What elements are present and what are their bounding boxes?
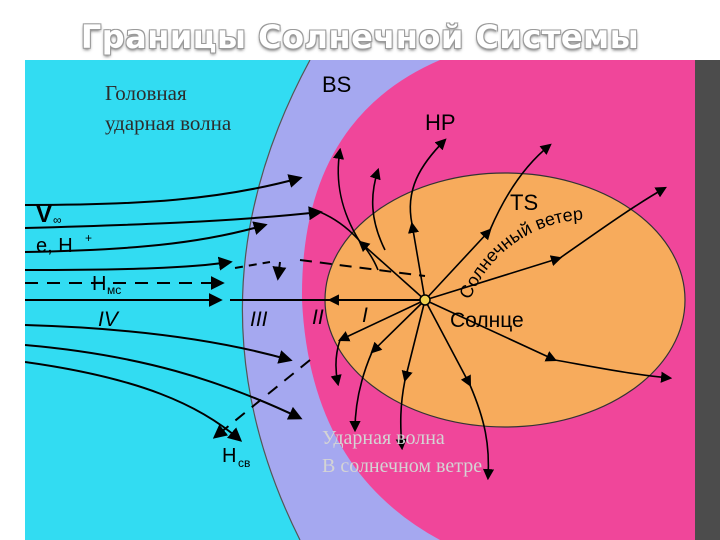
slide-title: Границы Солнечной Системы xyxy=(80,18,640,56)
flow-line xyxy=(330,339,342,387)
label-v-inf: V xyxy=(36,201,52,228)
sun-marker xyxy=(419,294,431,306)
label-hp: HP xyxy=(425,110,456,135)
solar-ray xyxy=(370,299,426,354)
solar-wind-rays xyxy=(319,138,673,481)
label-ts: TS xyxy=(510,190,538,215)
flow-line xyxy=(559,186,667,259)
label-e-h: e, H xyxy=(36,235,73,257)
region-ii: II xyxy=(312,306,324,329)
inflow-line xyxy=(25,256,233,271)
flow-line xyxy=(469,384,495,481)
inflow-line xyxy=(25,344,303,420)
bow-shock-caption: ударная волна xyxy=(105,111,232,135)
solar-ray xyxy=(424,299,472,387)
flow-line xyxy=(395,379,407,451)
flow-line xyxy=(333,147,361,243)
inflow-line xyxy=(25,174,303,206)
bow-shock-caption: Головная xyxy=(105,81,187,105)
flow-line xyxy=(554,359,673,383)
inflow-line xyxy=(25,206,323,229)
neutral-h-path xyxy=(299,259,426,277)
region-iii: III xyxy=(250,308,268,331)
inflow-line xyxy=(25,324,293,364)
label-h-mc-sub: мс xyxy=(107,283,121,297)
label-bs: BS xyxy=(322,72,351,97)
solar-ray xyxy=(358,240,426,301)
label-e-h-sup: + xyxy=(85,231,92,245)
region-iv: IV xyxy=(98,308,120,331)
inflow-lines xyxy=(25,174,425,442)
neutral-h-path xyxy=(234,261,271,269)
solar-ray xyxy=(407,221,426,301)
right-dark-bar xyxy=(695,60,720,540)
label-h-cb: H xyxy=(222,445,236,467)
solar-ray xyxy=(424,299,558,362)
solar-ray xyxy=(401,299,426,383)
label-v-inf-sub: ∞ xyxy=(53,213,62,227)
solar-ray xyxy=(337,299,426,342)
flow-line xyxy=(319,211,379,271)
solar-ray xyxy=(424,228,492,301)
solar-ray xyxy=(424,255,563,301)
neutral-h-path xyxy=(272,261,287,281)
region-i: I xyxy=(362,304,368,327)
solar-wind-shock-caption: В солнечном ветре xyxy=(322,455,482,477)
solar-wind-shock-caption: Ударная волна xyxy=(322,427,445,449)
flow-line xyxy=(369,167,386,251)
flow-line xyxy=(409,138,447,225)
inflow-line xyxy=(25,221,268,253)
heliosphere-diagram: Головная ударная волна BS HP TS V ∞ e, H… xyxy=(25,60,695,540)
label-h-mc: H xyxy=(92,273,106,295)
left-margin xyxy=(0,60,25,540)
flow-line xyxy=(349,351,373,433)
flow-line xyxy=(489,143,552,231)
sun-label: Солнце xyxy=(450,309,524,332)
label-h-cb-sub: св xyxy=(238,456,250,470)
